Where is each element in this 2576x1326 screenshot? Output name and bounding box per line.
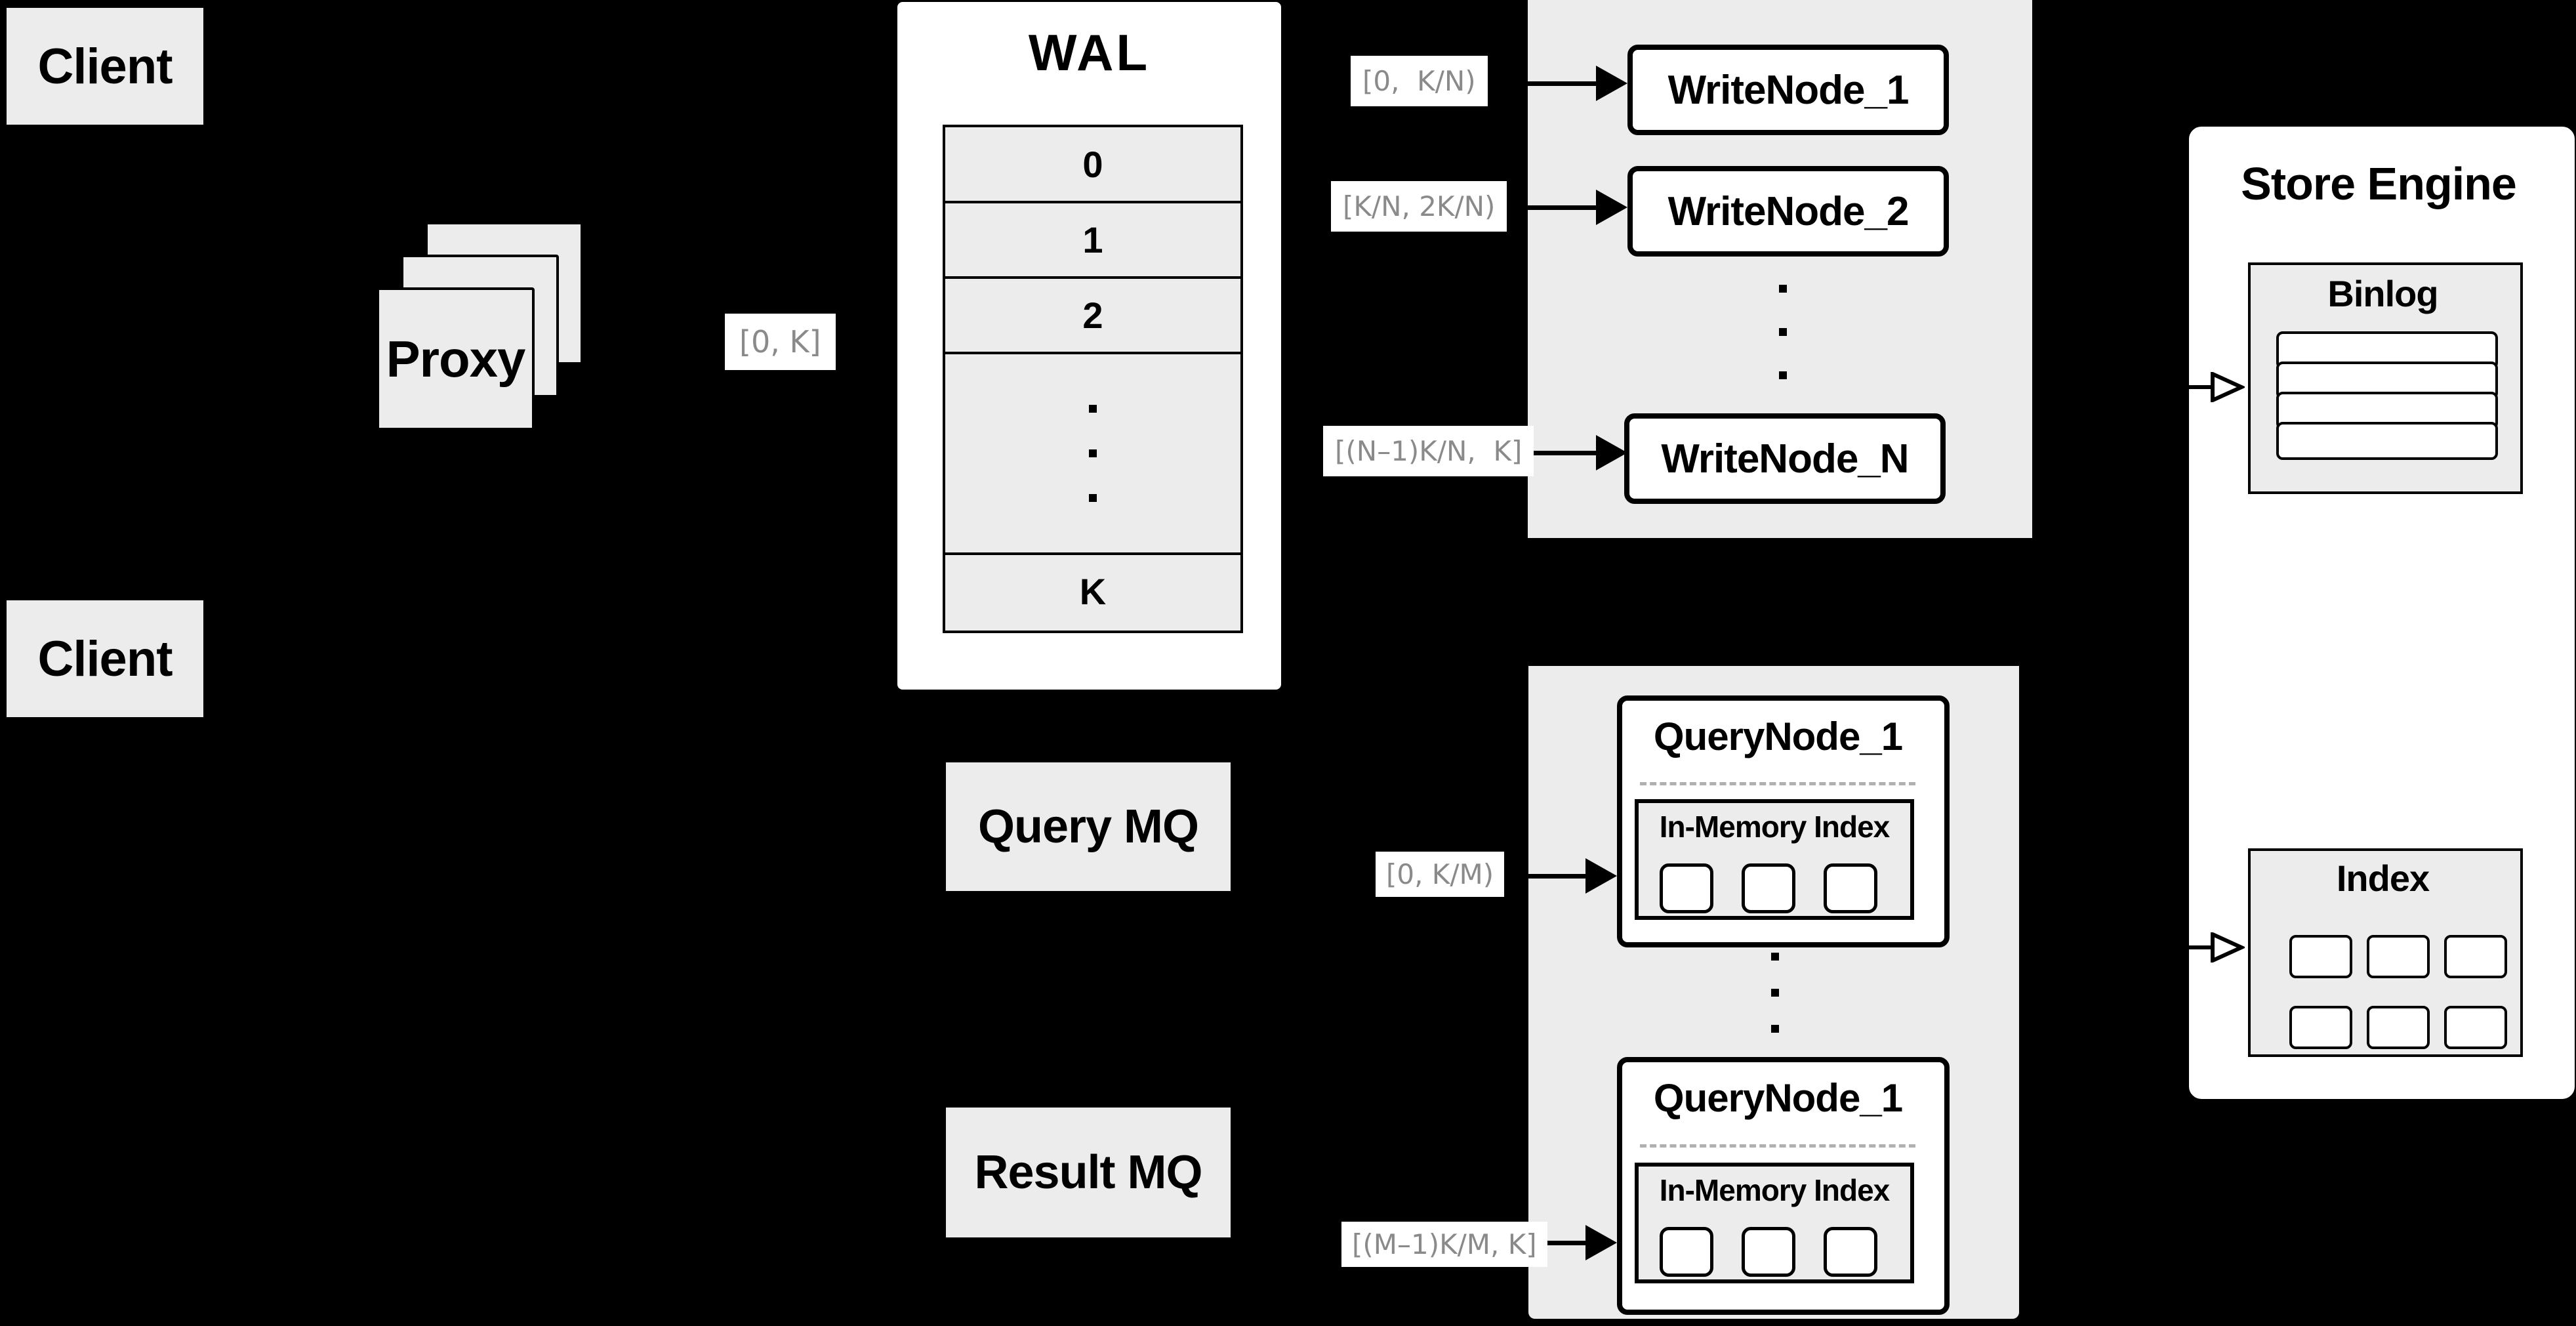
- index-cell: [2289, 935, 2352, 978]
- range-label-write2: [K/N, 2K/N): [1331, 181, 1507, 232]
- ellipsis-dot: [1771, 1025, 1779, 1033]
- arrow-shaft: [1479, 451, 1596, 455]
- arrow-shaft: [1476, 874, 1585, 879]
- arrow-head: [1596, 435, 1627, 470]
- write-node-label: WriteNode_N: [1661, 436, 1909, 482]
- memory-segment-cell: [1824, 863, 1877, 913]
- query-mq-box: Query MQ: [946, 762, 1231, 891]
- ellipsis-dot: [1779, 328, 1787, 336]
- in-memory-index-title: In-Memory Index: [1659, 1173, 1891, 1207]
- wal-title: WAL: [1028, 23, 1151, 81]
- ellipsis-dot: [1771, 953, 1779, 961]
- memory-segment-cell: [1660, 1227, 1713, 1277]
- proxy-card-front: Proxy: [377, 287, 535, 430]
- arrow-shaft: [1479, 205, 1596, 210]
- wal-slot: K: [945, 555, 1240, 628]
- index-cell: [2444, 1006, 2507, 1049]
- index-title: Index: [2336, 857, 2430, 899]
- index-cell: [2367, 935, 2430, 978]
- write-node-1: WriteNode_1: [1627, 45, 1949, 135]
- wal-slot: 0: [945, 127, 1240, 203]
- wal-slot: 2: [945, 279, 1240, 354]
- range-label-writeN: [(N–1)K/N, K]: [1323, 426, 1534, 476]
- arrow-head: [1596, 190, 1627, 225]
- binlog-row: [2276, 422, 2498, 460]
- binlog-title: Binlog: [2327, 272, 2438, 314]
- query-node-title: QueryNode_1: [1653, 1075, 1903, 1120]
- query-mq-label: Query MQ: [977, 800, 1199, 853]
- arrow-shaft: [1479, 81, 1596, 86]
- index-cell: [2444, 935, 2507, 978]
- memory-segment-cell: [1824, 1227, 1877, 1277]
- result-mq-label: Result MQ: [974, 1146, 1202, 1199]
- range-label-proxy: [0, K]: [725, 314, 836, 370]
- write-node-n: WriteNode_N: [1624, 413, 1946, 504]
- memory-segment-cell: [1742, 863, 1795, 913]
- range-label-query1: [0, K/M): [1376, 852, 1505, 897]
- dashed-divider: [1640, 1144, 1915, 1148]
- client-label: Client: [37, 631, 173, 687]
- client-label: Client: [37, 38, 173, 94]
- write-node-label: WriteNode_1: [1667, 67, 1910, 113]
- query-node-title: QueryNode_1: [1653, 714, 1903, 758]
- arrow-shaft: [2189, 385, 2213, 389]
- write-node-2: WriteNode_2: [1627, 166, 1949, 257]
- range-label-queryM: [(M–1)K/M, K]: [1341, 1222, 1547, 1267]
- result-mq-box: Result MQ: [946, 1108, 1231, 1237]
- wal-slot: 1: [945, 203, 1240, 279]
- arrow-shaft: [2189, 945, 2213, 949]
- wal-table: 0 1 2 K: [943, 125, 1243, 633]
- proxy-label: Proxy: [386, 329, 526, 388]
- client-box-top: Client: [7, 8, 203, 125]
- arrow-head: [1596, 66, 1627, 101]
- ellipsis-dot: [1089, 405, 1097, 413]
- memory-segment-cell: [1660, 863, 1713, 913]
- ellipsis-dot: [1089, 494, 1097, 502]
- wal-ellipsis: [945, 354, 1240, 555]
- hollow-arrow-head: [2211, 372, 2245, 402]
- ellipsis-dot: [1779, 285, 1787, 293]
- in-memory-index-title: In-Memory Index: [1659, 810, 1891, 844]
- dashed-divider: [1640, 782, 1915, 785]
- ellipsis-dot: [1771, 989, 1779, 997]
- ellipsis-dot: [1779, 371, 1787, 379]
- write-node-label: WriteNode_2: [1667, 188, 1910, 234]
- index-cell: [2367, 1006, 2430, 1049]
- arrow-head: [1585, 1225, 1617, 1260]
- client-box-bottom: Client: [7, 600, 203, 717]
- range-label-write1: [0, K/N): [1351, 56, 1488, 106]
- hollow-arrow-head: [2211, 932, 2245, 963]
- memory-segment-cell: [1742, 1227, 1795, 1277]
- store-engine-title: Store Engine: [2241, 158, 2517, 209]
- index-cell: [2289, 1006, 2352, 1049]
- ellipsis-dot: [1089, 449, 1097, 457]
- arrow-head: [1585, 858, 1617, 894]
